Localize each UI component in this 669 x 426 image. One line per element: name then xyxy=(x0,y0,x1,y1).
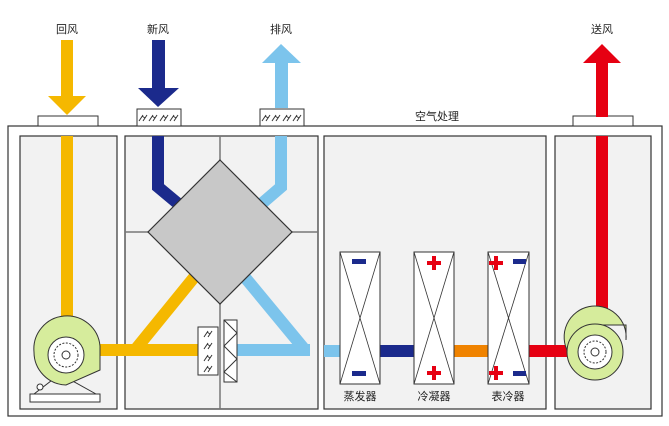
surface-cooler-label: 表冷器 xyxy=(492,389,525,403)
evaporator-label: 蒸发器 xyxy=(344,389,377,403)
supply-air-label: 送风 xyxy=(591,22,613,36)
return-air-arrow-icon xyxy=(48,40,86,115)
internal-damper-icon xyxy=(197,326,219,376)
evaporator-minus-icon xyxy=(352,371,366,376)
condenser-plus-icon xyxy=(427,366,441,380)
fresh-air-damper-icon xyxy=(136,108,182,127)
return-air-diagonal-duct xyxy=(130,271,201,354)
condenser-coil xyxy=(413,251,455,385)
fresh-air-diagonal-duct xyxy=(238,271,310,354)
fresh-air-label: 新风 xyxy=(147,22,169,36)
exhaust-air-damper-icon xyxy=(259,108,305,127)
condenser-label: 冷凝器 xyxy=(418,389,451,403)
air-treatment-label: 空气处理 xyxy=(415,109,459,123)
supply-air-collar xyxy=(572,115,634,127)
filter-icon xyxy=(223,319,238,383)
surface-cooler-coil xyxy=(487,251,530,385)
surface-cooler-minus-icon xyxy=(513,259,526,264)
return-air-collar xyxy=(37,115,99,127)
supply-air-arrow-icon xyxy=(583,44,621,117)
evaporator-minus-icon xyxy=(352,259,366,264)
exhaust-air-arrow-icon xyxy=(262,44,301,108)
return-fan-icon xyxy=(29,315,101,403)
supply-fan-icon xyxy=(563,305,627,381)
surface-cooler-minus-icon xyxy=(513,371,526,376)
plate-heat-exchanger-icon xyxy=(147,159,293,305)
surface-cooler-plus-icon xyxy=(489,256,503,270)
exhaust-air-label: 排风 xyxy=(270,22,292,36)
return-air-label: 回风 xyxy=(56,23,78,36)
evaporator-coil xyxy=(339,251,381,385)
fresh-air-arrow-icon xyxy=(138,40,179,107)
surface-cooler-plus-icon xyxy=(489,366,503,380)
condenser-plus-icon xyxy=(427,256,441,270)
